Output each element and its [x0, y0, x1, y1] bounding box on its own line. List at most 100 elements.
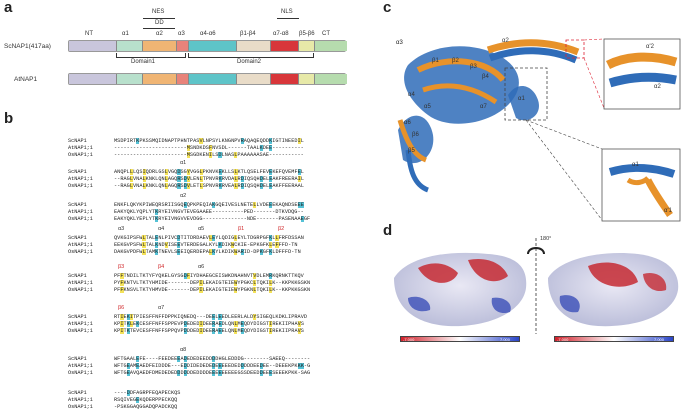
- sequence-text: EAKYQKLYQPLYTKRYEIVNGVTEVEGAAEE---------…: [114, 209, 304, 215]
- sequence-text: KPITKTEVCESFFNFFSPPQVPDDDEDIDEERAEELQNLM…: [114, 328, 304, 334]
- a7a8-label: α7-α8: [273, 31, 289, 37]
- a1-segment: [117, 41, 143, 51]
- sequence-text: --RAGLVNALKNKLQNLAGQRSDVLETLSPNVRKRVEALR…: [114, 183, 304, 189]
- sequence-name: OsNAP1;1: [68, 287, 114, 293]
- sequence-text: ANQPLLLQSIQDRLGSLVGQDSGYVGGLPKNVKEKLLSLK…: [114, 169, 304, 175]
- at-a7a8-segment: [271, 74, 299, 84]
- sequence-text: EAKYQKLYEPLYTKRYEIVNGVVEVDGG------------…: [114, 216, 310, 222]
- sequence-name: ScNAP1: [68, 314, 114, 320]
- sequence-name: OsNAP1;1: [68, 370, 114, 376]
- scale-right-min: -7.000: [557, 337, 568, 342]
- c-inset-label-a2: α2: [654, 84, 661, 90]
- c-inset-label-a1prime: α'1: [664, 208, 672, 214]
- c-label-a2: α2: [502, 38, 509, 44]
- sequence-name: AtNAP1;1: [68, 280, 114, 286]
- dd-bracket: [143, 28, 175, 29]
- sequence-text: EEKGVPSFWLTALKNDVISEEVTERDEGALKYLKDIKWCK…: [114, 242, 298, 248]
- secondary-structure-label: α1: [180, 160, 186, 166]
- c-label-a3: α3: [396, 40, 403, 46]
- nls-label: NLS: [281, 9, 293, 15]
- sequence-text: DAKGVPDFWLTAMKTNEVLSEEIQERDEPALKYLKDIKWA…: [114, 249, 301, 255]
- nt-segment: [69, 41, 117, 51]
- at-b5b6-segment: [299, 74, 315, 84]
- structure-image: [378, 10, 684, 230]
- c-label-b1: β1: [432, 58, 439, 64]
- secondary-structure-label: β6: [118, 305, 124, 311]
- c-label-b4: β4: [482, 74, 489, 80]
- scale-right-max: 7.000: [654, 337, 664, 342]
- a3-segment: [177, 41, 189, 51]
- protein-cartoon: [398, 43, 578, 190]
- b5b6-label: β5-β6: [299, 31, 315, 37]
- c-inset-label-a2prime: α'2: [646, 44, 654, 50]
- nt-label: NT: [85, 31, 93, 37]
- ct-segment: [315, 41, 347, 51]
- sequence-text: WFTGAALEFE----FEEDEEEADEDEDEEDDDDHGLEDDD…: [114, 356, 310, 362]
- scale-left-max: 7.000: [500, 337, 510, 342]
- scnap1-domain-bar: [68, 40, 346, 52]
- secondary-structure-label: β1: [238, 226, 244, 232]
- sequence-text: -PSKGGAQGGADQPADCKQQ: [114, 404, 177, 410]
- a2-label: α2: [156, 31, 163, 37]
- secondary-structure-label: α4: [158, 226, 164, 232]
- sequence-name: ScNAP1: [68, 138, 114, 144]
- sequence-name: OsNAP1;1: [68, 249, 114, 255]
- a7a8-segment: [271, 41, 299, 51]
- sequence-name: ScNAP1: [68, 169, 114, 175]
- surface-left: [394, 253, 526, 326]
- sequence-text: --RAGLVNALKNKLQNLAGQRSDVLENLTPNVRKRVDALR…: [114, 176, 304, 182]
- secondary-structure-label: β3: [118, 264, 124, 270]
- sequence-text: PFFTNDILTKTYFYQKELGYSGDFIYDHAEGCEISWKDNA…: [114, 273, 304, 279]
- sequence-name: AtNAP1;1: [68, 176, 114, 182]
- at-b1b4-segment: [237, 74, 271, 84]
- a4a6-segment: [189, 41, 237, 51]
- at-a2-segment: [143, 74, 177, 84]
- sequence-name: OsNAP1;1: [68, 152, 114, 158]
- c-label-b2: β2: [452, 58, 459, 64]
- alignment-block: ScNAP1PFFTNDILTKTYFYQKELGYSGDFIYDHAEGCEI…: [68, 272, 310, 293]
- sequence-name: AtNAP1;1: [68, 321, 114, 327]
- row2-name: AtNAP1: [14, 76, 37, 83]
- sequence-name: AtNAP1;1: [68, 145, 114, 151]
- secondary-structure-label: α3: [118, 226, 124, 232]
- sequence-name: OsNAP1;1: [68, 328, 114, 334]
- c-label-a1: α1: [518, 96, 525, 102]
- c-label-b5: β5: [408, 148, 415, 154]
- c-label-a6: α6: [404, 120, 411, 126]
- sequence-name: ScNAP1: [68, 390, 114, 396]
- nes-label: NES: [152, 9, 164, 15]
- a1-label: α1: [122, 31, 129, 37]
- b1b4-segment: [237, 41, 271, 51]
- at-nt-segment: [69, 74, 117, 84]
- alignment-row: ScNAP1ANQPLLLQSIQDRLGSLVGQDSGYVGGLPKNVKE…: [68, 168, 304, 175]
- alignment-row: AtNAP1;1-----------------------MSNDKDSFN…: [68, 144, 304, 151]
- nls-bracket: [277, 18, 299, 19]
- alignment-row: AtNAP1;1--RAGLVNALKNKLQNLAGQRSDVLENLTPNV…: [68, 175, 304, 182]
- sequence-name: AtNAP1;1: [68, 209, 114, 215]
- a4a6-label: α4-α6: [200, 31, 216, 37]
- sequence-text: KPITKLEKCESFFNFFSPPEVPDEDEDIDEERAEDLQNLM…: [114, 321, 304, 327]
- row1-name: ScNAP1(417aa): [4, 43, 51, 50]
- c-label-a5: α5: [424, 104, 431, 110]
- sequence-text: ----DDFAGRPFEQAPECKQS: [114, 390, 180, 396]
- sequence-text: WFTGEAVQAEDFDMEDEDEDDDDDDEDDDDEEEEEEEEEG…: [114, 370, 310, 376]
- dd-label: DD: [155, 20, 164, 26]
- secondary-structure-label: β2: [278, 226, 284, 232]
- sequence-text: -----------------------MSGDKENILSDLNASLP…: [114, 152, 304, 158]
- sequence-name: AtNAP1;1: [68, 242, 114, 248]
